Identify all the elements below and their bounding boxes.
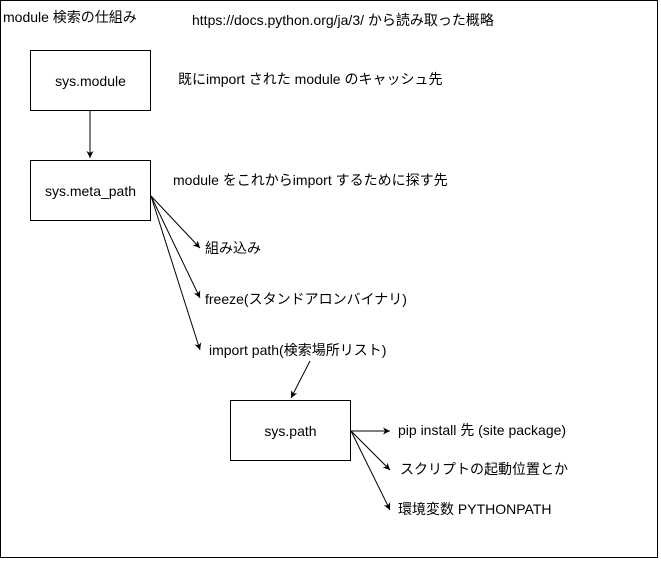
diagram-title: module 検索の仕組み [3, 9, 137, 25]
node-sys-path[interactable]: sys.path [230, 400, 351, 461]
note-sys-meta-path: module をこれからimport するために探す先 [173, 172, 448, 188]
meta-path-child-import-path[interactable]: import path(検索場所リスト) [209, 342, 387, 358]
sys-path-child-pythonpath[interactable]: 環境変数 PYTHONPATH [398, 501, 552, 517]
meta-path-child-freeze[interactable]: freeze(スタンドアロンバイナリ) [205, 291, 407, 307]
edge-meta-path-to-import-path [150, 195, 202, 351]
node-sys-path-label: sys.path [264, 422, 317, 439]
edge-sys-path-to-pythonpath [350, 430, 391, 511]
source-note: https://docs.python.org/ja/3/ から読み取った概略 [192, 12, 494, 28]
node-sys-module[interactable]: sys.module [30, 50, 151, 111]
edge-import-path-to-sys-path [290, 360, 311, 399]
sys-path-child-site-package[interactable]: pip install 先 (site package) [398, 422, 567, 438]
note-sys-module: 既にimport された module のキャッシュ先 [178, 71, 443, 87]
node-sys-meta-path-label: sys.meta_path [44, 182, 137, 199]
edge-meta-path-to-builtin [150, 195, 201, 249]
sys-path-child-script-location[interactable]: スクリプトの起動位置とか [400, 461, 568, 477]
edge-meta-path-to-freeze [150, 195, 201, 299]
edge-sys-path-to-script-location [350, 430, 391, 471]
node-sys-meta-path[interactable]: sys.meta_path [30, 160, 151, 221]
meta-path-child-builtin[interactable]: 組み込み [205, 240, 261, 256]
node-sys-module-label: sys.module [55, 72, 126, 89]
